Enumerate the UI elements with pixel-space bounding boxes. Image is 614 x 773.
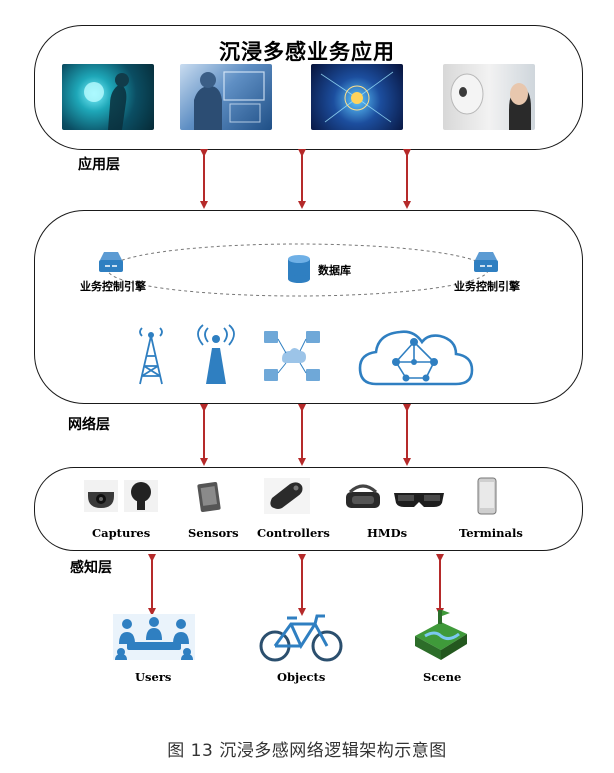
radio-antenna-icon — [197, 324, 235, 384]
device-label-sensors: Sensors — [188, 526, 239, 540]
network-layer-panel — [34, 210, 583, 404]
device-label-captures: Captures — [92, 526, 151, 540]
ar-glasses-icon — [394, 493, 444, 507]
database-label: 数据库 — [318, 264, 351, 277]
device-label-controllers: Controllers — [257, 526, 330, 540]
sensor-device-icon — [197, 482, 221, 512]
database-icon — [288, 255, 310, 283]
figure-caption: 图 13 沉浸多感网络逻辑架构示意图 — [167, 741, 447, 761]
control-engine-right-label: 业务控制引擎 — [454, 280, 520, 293]
hologram-scene-image — [62, 64, 154, 130]
entity-label-objects: Objects — [277, 670, 326, 684]
application-layer-label: 应用层 — [78, 157, 120, 173]
device-label-terminals: Terminals — [459, 526, 523, 540]
entity-label-scene: Scene — [423, 670, 462, 684]
perception-layer-label: 感知层 — [70, 560, 112, 576]
application-layer-title: 沉浸多感业务应用 — [219, 40, 395, 64]
network-layer-label: 网络层 — [68, 417, 110, 433]
holographic-interface-image — [180, 64, 272, 130]
digital-network-image — [311, 64, 403, 130]
server-cluster-icon — [264, 331, 320, 381]
bicycle-icon — [259, 614, 343, 662]
scene-landscape-icon — [415, 610, 467, 660]
control-engine-left-icon — [99, 252, 123, 272]
cloud-network-icon — [358, 330, 474, 386]
control-engine-left-label: 业务控制引擎 — [80, 280, 146, 293]
humanoid-robot-image — [443, 64, 535, 130]
users-meeting-icon — [113, 614, 195, 660]
entity-label-users: Users — [135, 670, 172, 684]
dome-camera-icon — [84, 480, 118, 512]
mobile-terminal-icon — [477, 477, 497, 515]
device-label-hmds: HMDs — [367, 526, 408, 540]
speed-camera-icon — [124, 480, 158, 512]
control-engine-right-icon — [474, 252, 498, 272]
cell-tower-icon — [139, 327, 163, 385]
vr-controller-icon — [264, 478, 310, 514]
vr-headset-icon — [346, 484, 380, 508]
